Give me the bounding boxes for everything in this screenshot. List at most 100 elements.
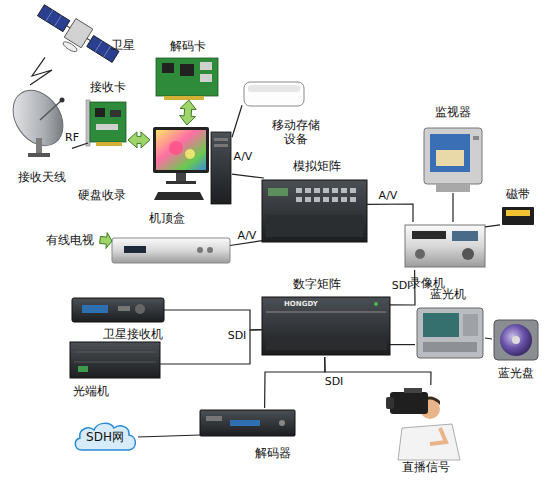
device-label: 直播信号 [396, 460, 456, 474]
decoder: 解码器 [200, 408, 295, 438]
matrix-button [323, 188, 329, 193]
matrix-button [314, 197, 320, 202]
connector [128, 132, 150, 148]
signal-label: SDI [325, 376, 344, 388]
screen-flower [185, 149, 195, 159]
digital-matrix: 数字矩阵 [262, 295, 390, 357]
connector [232, 105, 242, 137]
matrix-button [332, 197, 338, 202]
bluray-screen [423, 313, 459, 337]
signal-label: A/V [238, 230, 257, 242]
device-label: 移动存储设备 [270, 118, 322, 146]
monitor-screen [156, 130, 206, 170]
matrix-lower-panel [266, 340, 386, 350]
antenna-pole [36, 138, 42, 154]
device-label: 卫星 [108, 38, 138, 52]
bluray-side [463, 314, 478, 336]
decoder-button [279, 420, 285, 426]
camera-lens [386, 397, 394, 409]
monitor-frame [153, 127, 209, 173]
device-label: 数字矩阵 [287, 277, 347, 291]
recording-pc: 硬盘收录 [150, 125, 232, 207]
device-label: 接收卡 [78, 80, 138, 94]
vtr-dial [415, 249, 425, 259]
storage-device [244, 82, 304, 106]
stb-button [207, 247, 213, 253]
disc-hub [512, 336, 520, 344]
matrix-button [350, 197, 356, 202]
receiver-knob [135, 304, 145, 314]
port [200, 74, 212, 82]
sdh-network: SDH网 [72, 420, 138, 454]
signal-label: SDI [228, 330, 247, 342]
satellite-receiver: 卫星接收机 [72, 295, 164, 325]
decoder-slot [206, 416, 222, 421]
matrix-button [305, 188, 311, 193]
device-label: 磁带 [500, 187, 536, 201]
drive-bay [214, 138, 228, 141]
decoder-box [200, 410, 295, 436]
antenna-feed [60, 98, 65, 103]
device-label: 模拟矩阵 [287, 159, 347, 173]
camera-handle [404, 388, 422, 393]
analog-matrix: 模拟矩阵 [262, 178, 367, 244]
matrix-display [268, 188, 288, 196]
pc-tower [211, 132, 231, 204]
chip [180, 64, 194, 76]
video-recorder [405, 225, 485, 267]
optical-terminal: 光端机 [70, 340, 160, 380]
analog-matrix-box [262, 180, 367, 242]
stb-display [124, 246, 146, 253]
operator-body [398, 424, 460, 460]
matrix-button [350, 188, 356, 193]
panel-line [266, 311, 386, 313]
device-label: 机顶盒 [137, 211, 197, 225]
device-label: 蓝光盘 [494, 366, 538, 380]
connector [452, 193, 453, 222]
connector [265, 357, 325, 408]
card-connector [164, 96, 204, 100]
panel-line [74, 352, 156, 353]
connector [485, 338, 492, 339]
solar-panel [38, 5, 70, 32]
cable-tv-source: 有线电视 [40, 232, 100, 248]
connector [367, 204, 413, 222]
mobile-storage: 移动存储设备 [242, 78, 307, 110]
panel-grid [104, 46, 111, 57]
chip [110, 110, 121, 117]
receiver-button [118, 306, 130, 311]
device-label: 接收天线 [4, 170, 80, 184]
monitor-stand [176, 173, 186, 181]
connector [160, 330, 262, 364]
matrix-button [341, 197, 347, 202]
card-bracket [86, 100, 90, 146]
device-label: 硬盘收录 [74, 188, 130, 202]
satellite: 卫星 [45, 2, 110, 67]
satellite-dish [62, 40, 79, 54]
signal-label: A/V [234, 151, 253, 163]
matrix-button [332, 188, 338, 193]
status-led [78, 366, 88, 372]
tape-cassette [502, 207, 534, 225]
chip [162, 63, 174, 73]
signal-label: SDI [392, 280, 411, 292]
monitor: 监视器 [422, 125, 484, 193]
matrix-button [323, 197, 329, 202]
antenna-dish [3, 81, 73, 155]
decode-card-board [156, 58, 218, 96]
crt-picture [436, 150, 464, 166]
receiver-display [82, 305, 108, 313]
crt-knob [473, 136, 479, 140]
tuner [96, 124, 118, 130]
digital-matrix-box [262, 297, 390, 355]
bluray-disc: 蓝光盘 [492, 318, 540, 360]
signal-label: A/V [379, 190, 398, 202]
operator-arm [430, 428, 446, 444]
brand-text: HONGDY [284, 300, 318, 308]
connector [485, 225, 500, 227]
device-label: 有线电视 [40, 233, 100, 247]
bluray-keys [423, 342, 477, 352]
panel-grid [95, 41, 102, 52]
receive-card-board [90, 102, 126, 142]
